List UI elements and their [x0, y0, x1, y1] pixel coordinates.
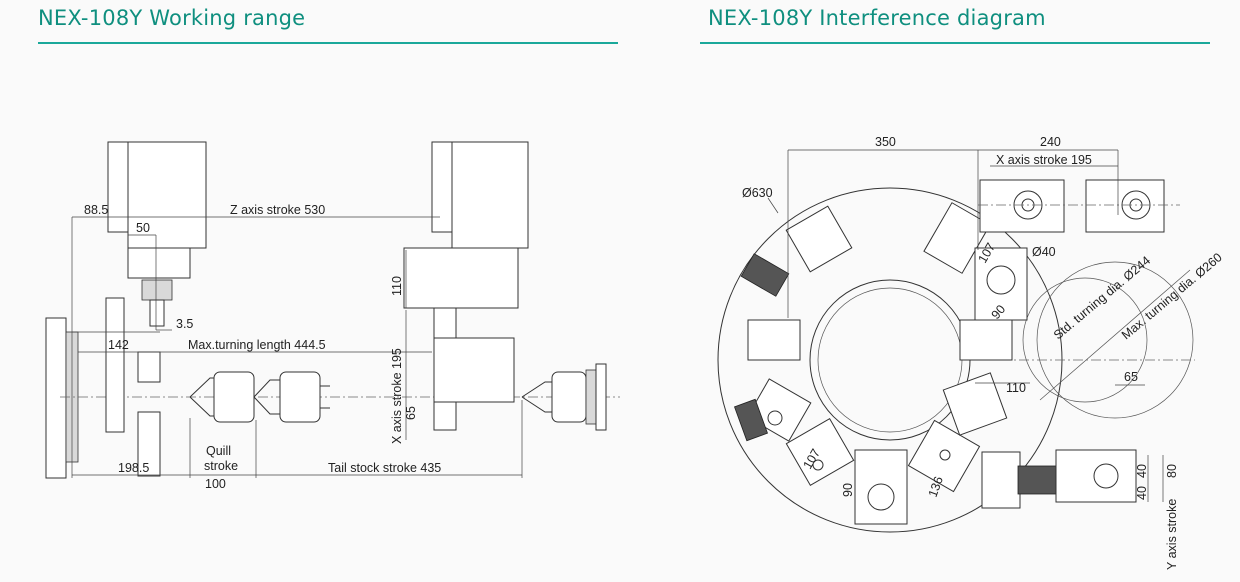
- dim-65-right: 65: [1124, 370, 1138, 384]
- working-range-title: NEX-108Y Working range: [38, 6, 306, 30]
- right-tool-upper: [433, 307, 457, 339]
- dim-65: 65: [404, 406, 418, 420]
- y-tool-position: [1055, 449, 1137, 503]
- right-title-rule: [700, 42, 1210, 44]
- quill-stroke-label-line1: Quill: [206, 444, 231, 458]
- dia-630-label: Ø630: [742, 186, 773, 200]
- max-turning-circle: [1036, 261, 1194, 419]
- y-tool-holder: [981, 451, 1021, 509]
- std-turning-circle: [1022, 277, 1148, 403]
- dim-100: 100: [205, 477, 226, 491]
- quill-body-2: [279, 371, 321, 423]
- x-axis-stroke-label: X axis stroke 195: [390, 348, 404, 444]
- right-turret-holder: [433, 337, 515, 403]
- interference-drawing: 350 240 X axis stroke 195 Ø630 Ø40 107 9…: [717, 135, 1225, 570]
- tailstock-housing: [595, 363, 607, 431]
- max-turning-length-label: Max.turning length 444.5: [188, 338, 326, 352]
- dim-110: 110: [390, 276, 404, 296]
- dim-240: 240: [1040, 135, 1061, 149]
- dim-110-right: 110: [1006, 381, 1026, 395]
- dim-90-bottom: 90: [841, 483, 855, 497]
- x-axis-stroke-label-right: X axis stroke 195: [996, 153, 1092, 167]
- dim-88-5: 88.5: [84, 203, 108, 217]
- left-title-rule: [38, 42, 618, 44]
- right-tool-lower: [433, 401, 457, 431]
- z-axis-stroke-label: Z axis stroke 530: [230, 203, 325, 217]
- spindle-housing: [45, 317, 67, 479]
- quill-body-1: [213, 371, 255, 423]
- left-turret-body: [127, 141, 207, 249]
- dia-40-label: Ø40: [1032, 245, 1056, 259]
- turret-bore: [817, 287, 963, 433]
- dim-80: 80: [1165, 464, 1179, 478]
- tailstock-flange: [585, 369, 597, 425]
- left-tool: [149, 299, 165, 327]
- tail-stock-stroke-label: Tail stock stroke 435: [328, 461, 441, 475]
- left-lower-block: [137, 411, 161, 477]
- dim-198-5: 198.5: [118, 461, 149, 475]
- right-turret-lower: [403, 247, 519, 309]
- y-axis-stroke-label: Y axis stroke: [1165, 499, 1179, 570]
- dim-136: 136: [926, 475, 946, 499]
- dim-3-5: 3.5: [176, 317, 193, 331]
- dim-142: 142: [108, 338, 129, 352]
- left-tool-small: [137, 351, 161, 383]
- working-range-drawing: 88.5 Z axis stroke 530 50 3.5 110 142 Ma…: [45, 141, 620, 491]
- left-turret-upper-column: [107, 141, 129, 233]
- workpiece-center-cone: [189, 377, 214, 417]
- dim-40-lower: 40: [1135, 486, 1149, 500]
- turret-inner-ring: [809, 279, 971, 441]
- interference-diagram-title: NEX-108Y Interference diagram: [708, 6, 1046, 30]
- quill-cone-2: [253, 379, 280, 415]
- right-turret-body: [451, 141, 529, 249]
- tool-stations: [733, 202, 1028, 525]
- left-tool-block: [105, 297, 125, 433]
- left-turret-lower: [127, 247, 191, 279]
- dim-40-upper: 40: [1135, 464, 1149, 478]
- right-turret-upper-column: [431, 141, 453, 233]
- dim-50: 50: [136, 221, 150, 235]
- tailstock-center: [521, 381, 552, 413]
- quill-stroke-label-line2: stroke: [204, 459, 238, 473]
- left-tool-holder: [141, 279, 173, 301]
- dim-350: 350: [875, 135, 896, 149]
- x-tool-position-2: [1085, 179, 1165, 233]
- tailstock-quill: [551, 371, 587, 423]
